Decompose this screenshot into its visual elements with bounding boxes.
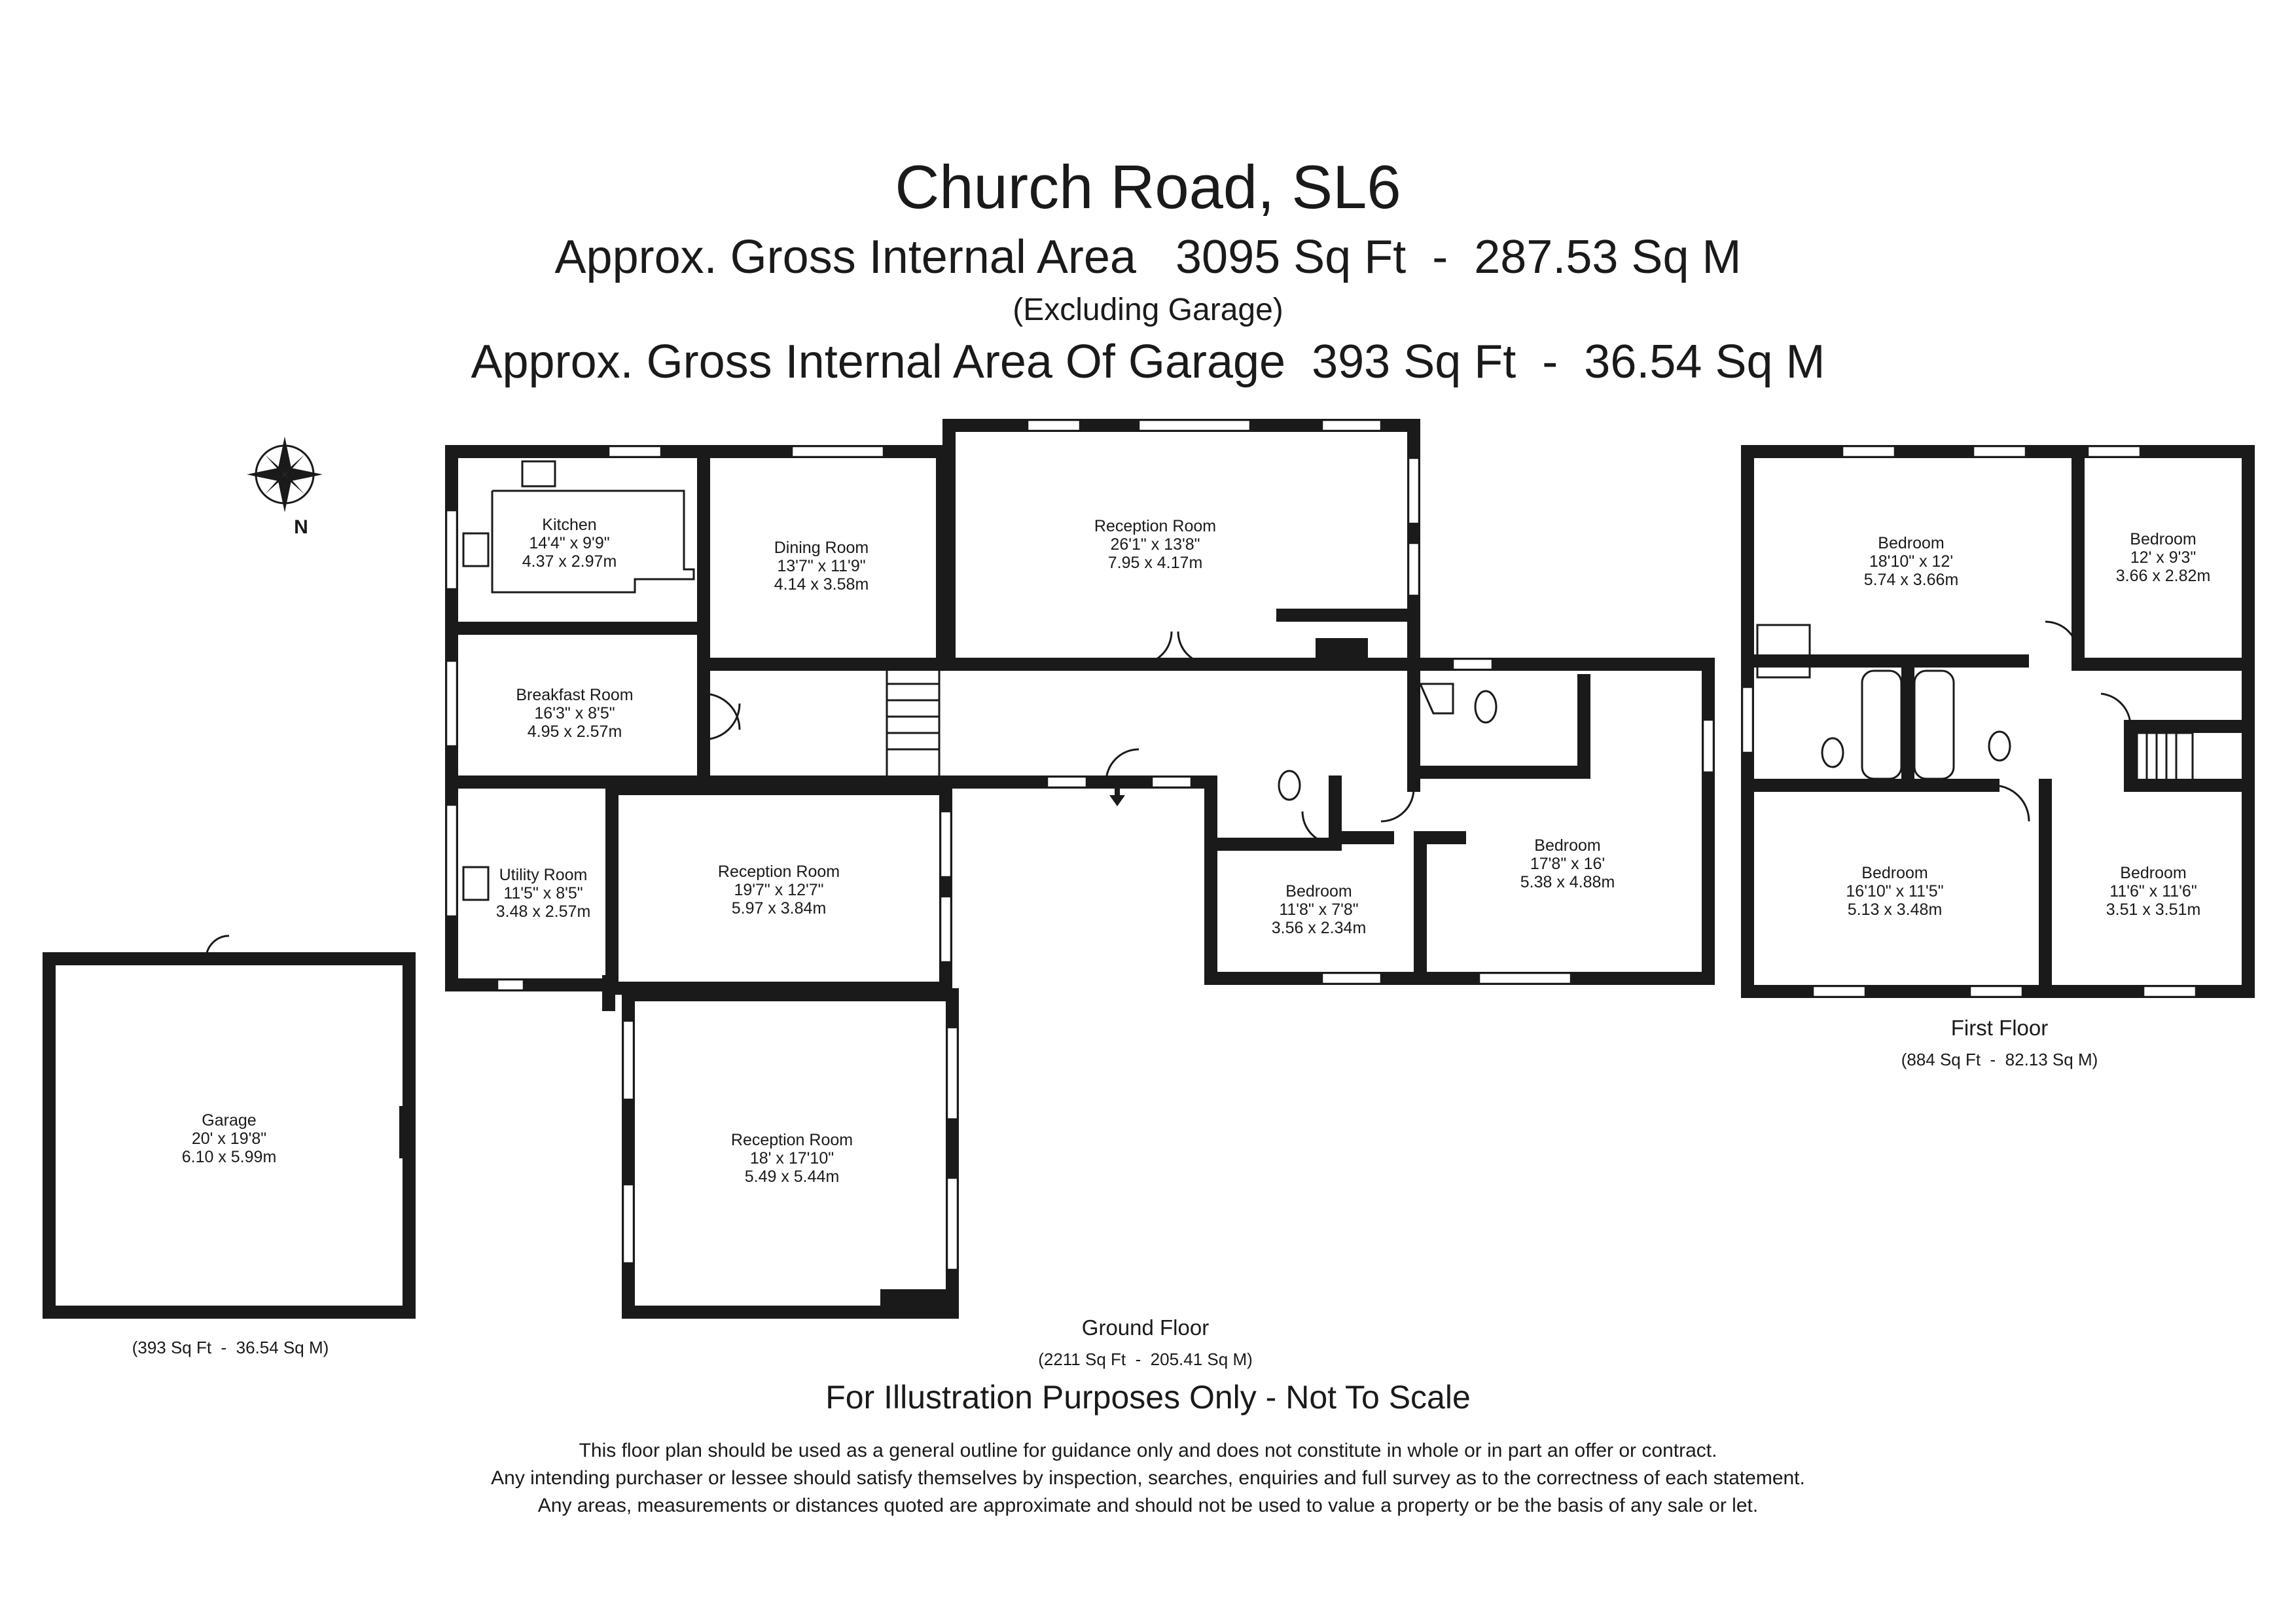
kitchen-sink-icon (462, 532, 490, 567)
disclaimer-line-1: This floor plan should be used as a gene… (579, 1440, 1717, 1461)
room-bedroom-gf-small: Bedroom 11'8" x 7'8" 3.56 x 2.34m (1272, 882, 1367, 937)
room-name: Bedroom (2120, 864, 2186, 882)
toilet-icon (1474, 690, 1498, 724)
excluding-garage-note: (Excluding Garage) (1013, 293, 1283, 327)
ground-floor-label: Ground Floor (1082, 1315, 1209, 1340)
room-metric: 5.49 x 5.44m (745, 1168, 840, 1186)
room-name: Reception Room (1094, 517, 1216, 535)
bath-icon (1861, 669, 1903, 780)
room-name: Bedroom (1534, 836, 1600, 855)
room-utility: Utility Room 11'5" x 8'5" 3.48 x 2.57m (496, 866, 591, 921)
room-imperial: 14'4" x 9'9" (529, 534, 609, 552)
room-metric: 3.66 x 2.82m (2116, 567, 2211, 585)
room-imperial: 16'3" x 8'5" (534, 704, 615, 722)
room-metric: 3.51 x 3.51m (2106, 901, 2201, 919)
room-dining: Dining Room 13'7" x 11'9" 4.14 x 3.58m (774, 539, 869, 594)
room-imperial: 11'5" x 8'5" (503, 884, 583, 902)
room-metric: 4.37 x 2.97m (522, 552, 617, 571)
door-swings (205, 620, 2132, 959)
ground-floor-walls (43, 419, 1715, 1319)
ff-toilet-icon (1821, 737, 1844, 768)
room-bedroom-ff-3: Bedroom 16'10" x 11'5" 5.13 x 3.48m (1846, 864, 1943, 919)
ff-toilet-icon-2 (1988, 730, 2011, 762)
room-name: Utility Room (499, 866, 588, 884)
gross-internal-area: Approx. Gross Internal Area 3095 Sq Ft -… (554, 231, 1742, 283)
room-name: Bedroom (1861, 864, 1928, 882)
first-floor-walls (1741, 445, 2255, 998)
room-imperial: 18'10" x 12' (1869, 552, 1953, 571)
room-imperial: 12' x 9'3" (2130, 548, 2196, 567)
room-bedroom-ff-1: Bedroom 18'10" x 12' 5.74 x 3.66m (1864, 534, 1959, 589)
room-kitchen: Kitchen 14'4" x 9'9" 4.37 x 2.97m (522, 516, 617, 571)
wc-toilet-icon (1278, 770, 1301, 801)
room-metric: 5.97 x 3.84m (732, 899, 827, 918)
room-imperial: 19'7" x 12'7" (734, 881, 823, 899)
room-metric: 4.14 x 3.58m (774, 575, 869, 594)
room-metric: 5.38 x 4.88m (1520, 873, 1615, 891)
room-name: Reception Room (731, 1131, 853, 1149)
first-floor-label: First Floor (1951, 1016, 2049, 1040)
disclaimer-line-2: Any intending purchaser or lessee should… (491, 1467, 1805, 1489)
room-metric: 3.56 x 2.34m (1272, 919, 1367, 937)
room-name: Bedroom (1285, 882, 1352, 901)
room-garage: Garage 20' x 19'8" 6.10 x 5.99m (182, 1111, 277, 1166)
room-reception-mid: Reception Room 19'7" x 12'7" 5.97 x 3.84… (718, 863, 840, 918)
room-name: Dining Room (774, 539, 869, 557)
room-bedroom-ff-4: Bedroom 11'6" x 11'6" 3.51 x 3.51m (2106, 864, 2201, 919)
room-reception-top: Reception Room 26'1" x 13'8" 7.95 x 4.17… (1094, 517, 1216, 572)
compass-rose-icon: N (247, 437, 323, 538)
shower-tray-icon (1756, 624, 1811, 679)
ensuite-shower-icon (1418, 683, 1454, 715)
illustration-notice: For Illustration Purposes Only - Not To … (825, 1379, 1471, 1416)
garage-area-label: (393 Sq Ft - 36.54 Sq M) (132, 1338, 329, 1357)
room-bedroom-ff-2: Bedroom 12' x 9'3" 3.66 x 2.82m (2116, 530, 2211, 585)
disclaimer-line-3: Any areas, measurements or distances quo… (537, 1495, 1759, 1516)
fixtures (462, 460, 2194, 901)
hob-icon (521, 460, 556, 488)
room-metric: 6.10 x 5.99m (182, 1148, 277, 1166)
room-imperial: 26'1" x 13'8" (1110, 535, 1200, 554)
compass-north-label: N (294, 516, 308, 538)
room-bedroom-gf-large: Bedroom 17'8" x 16' 5.38 x 4.88m (1520, 836, 1615, 891)
bath-icon-2 (1913, 669, 1955, 780)
room-name: Breakfast Room (516, 686, 633, 704)
staircase-icon (886, 666, 941, 780)
room-imperial: 18' x 17'10" (750, 1149, 834, 1168)
room-imperial: 11'6" x 11'6" (2109, 882, 2197, 901)
room-name: Bedroom (1878, 534, 1944, 552)
room-imperial: 13'7" x 11'9" (777, 557, 865, 575)
room-imperial: 11'8" x 7'8" (1279, 901, 1358, 919)
ground-floor-area: (2211 Sq Ft - 205.41 Sq M) (1038, 1349, 1253, 1369)
utility-sink-icon (462, 866, 490, 901)
room-metric: 4.95 x 2.57m (528, 722, 622, 741)
first-floor-staircase-icon (2136, 732, 2194, 783)
room-imperial: 20' x 19'8" (192, 1130, 266, 1148)
room-name: Garage (202, 1111, 256, 1130)
room-imperial: 16'10" x 11'5" (1846, 882, 1943, 901)
plan-title: Church Road, SL6 (895, 152, 1401, 221)
room-metric: 7.95 x 4.17m (1108, 554, 1203, 572)
windows (445, 419, 2197, 1271)
room-name: Kitchen (542, 516, 596, 534)
room-name: Reception Room (718, 863, 840, 881)
room-metric: 3.48 x 2.57m (496, 902, 591, 921)
room-breakfast: Breakfast Room 16'3" x 8'5" 4.95 x 2.57m (516, 686, 633, 741)
room-imperial: 17'8" x 16' (1530, 855, 1605, 873)
first-floor-area: (884 Sq Ft - 82.13 Sq M) (1901, 1050, 2098, 1069)
entrance-arrow-icon (1109, 785, 1125, 806)
room-reception-low: Reception Room 18' x 17'10" 5.49 x 5.44m (731, 1131, 853, 1186)
room-metric: 5.74 x 3.66m (1864, 571, 1959, 589)
room-metric: 5.13 x 3.48m (1848, 901, 1943, 919)
garage-internal-area: Approx. Gross Internal Area Of Garage 39… (471, 336, 1825, 388)
room-name: Bedroom (2130, 530, 2196, 548)
